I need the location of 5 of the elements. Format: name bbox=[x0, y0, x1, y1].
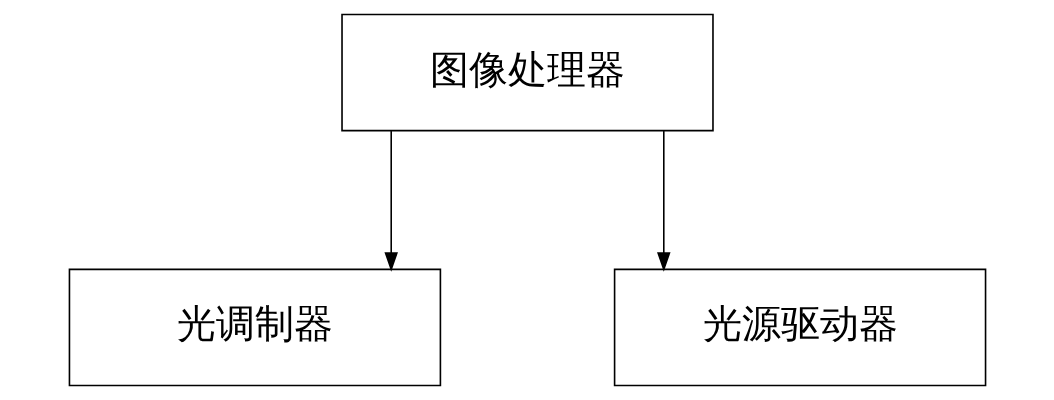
node-box: 光源驱动器 bbox=[613, 268, 986, 387]
arrow bbox=[383, 130, 398, 272]
node-box: 图像处理器 bbox=[340, 13, 714, 132]
arrow bbox=[656, 130, 671, 272]
node-box: 光调制器 bbox=[68, 268, 441, 387]
